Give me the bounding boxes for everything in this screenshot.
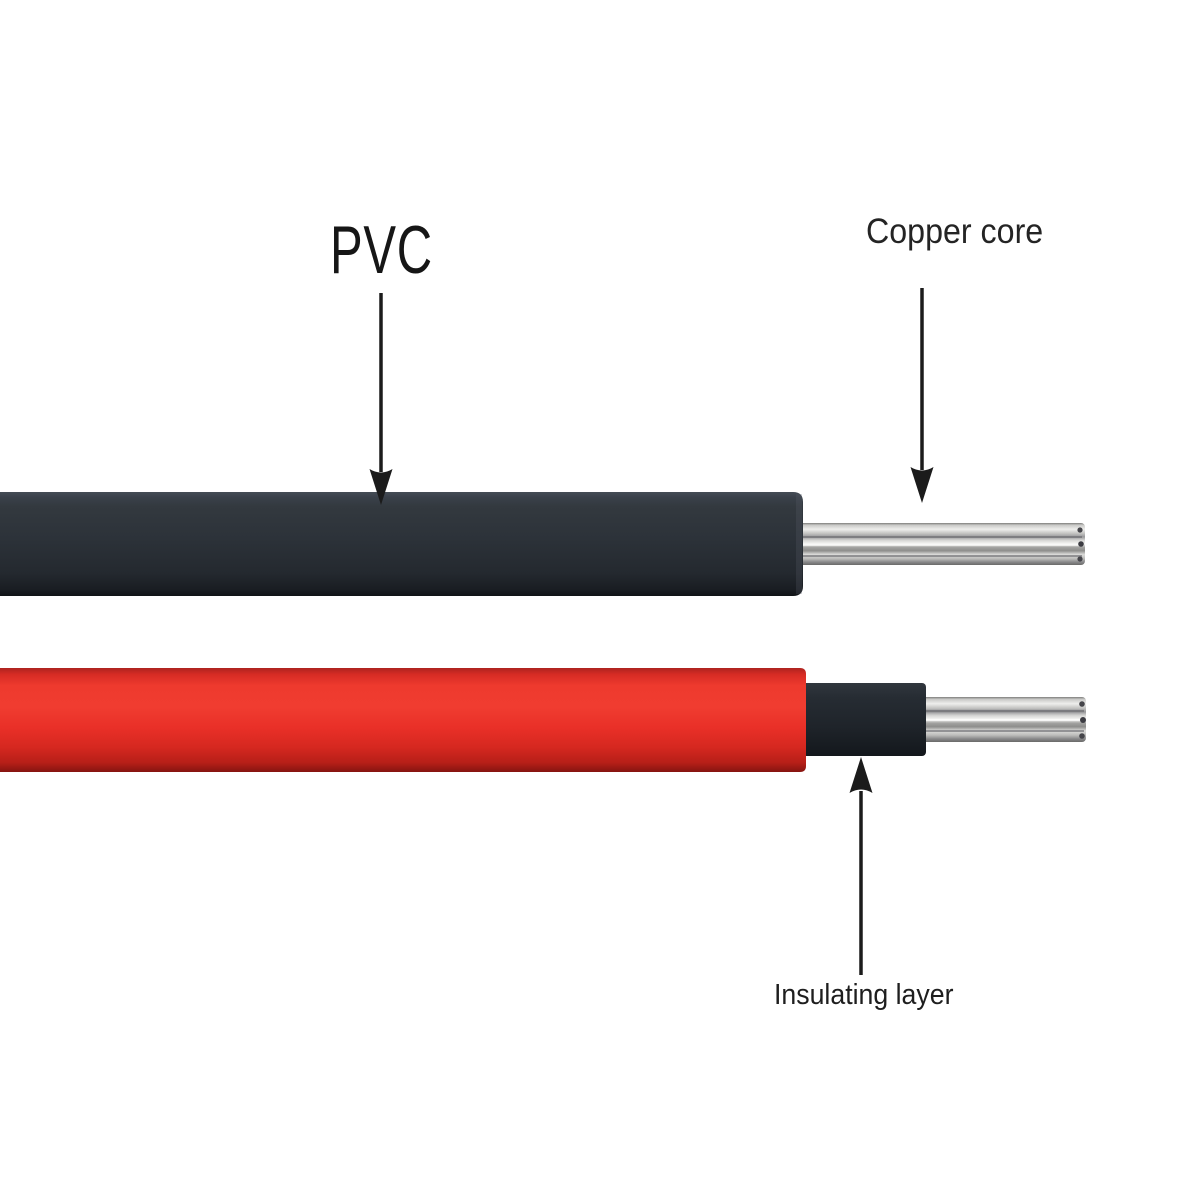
copper-core-arrowhead: [910, 467, 934, 503]
red-cable-jacket: [0, 668, 806, 772]
pvc-arrow: [369, 293, 393, 505]
copper-core-black-cable: [799, 523, 1085, 565]
pvc-label: PVC: [330, 212, 433, 288]
insulating-layer-arrowhead: [849, 757, 873, 793]
strand-end-dot: [1080, 717, 1086, 723]
strand-end-dot: [1079, 733, 1085, 739]
strand-end-dot: [1077, 556, 1083, 562]
strand-end-dot: [1077, 527, 1083, 533]
pvc-arrowhead: [369, 469, 393, 505]
copper-core-red-cable: [922, 697, 1086, 742]
jacket-end-highlight: [796, 494, 802, 594]
insulating-layer-label: Insulating layer: [774, 979, 954, 1011]
insulating-layer-arrow: [849, 757, 873, 975]
copper-core-label: Copper core: [866, 212, 1044, 251]
strand-end-dot: [1079, 701, 1085, 707]
strand-end-dot: [1078, 541, 1084, 547]
insulating-layer-segment: [801, 683, 926, 756]
black-cable-jacket: [0, 492, 803, 596]
copper-core-arrow: [910, 288, 934, 503]
